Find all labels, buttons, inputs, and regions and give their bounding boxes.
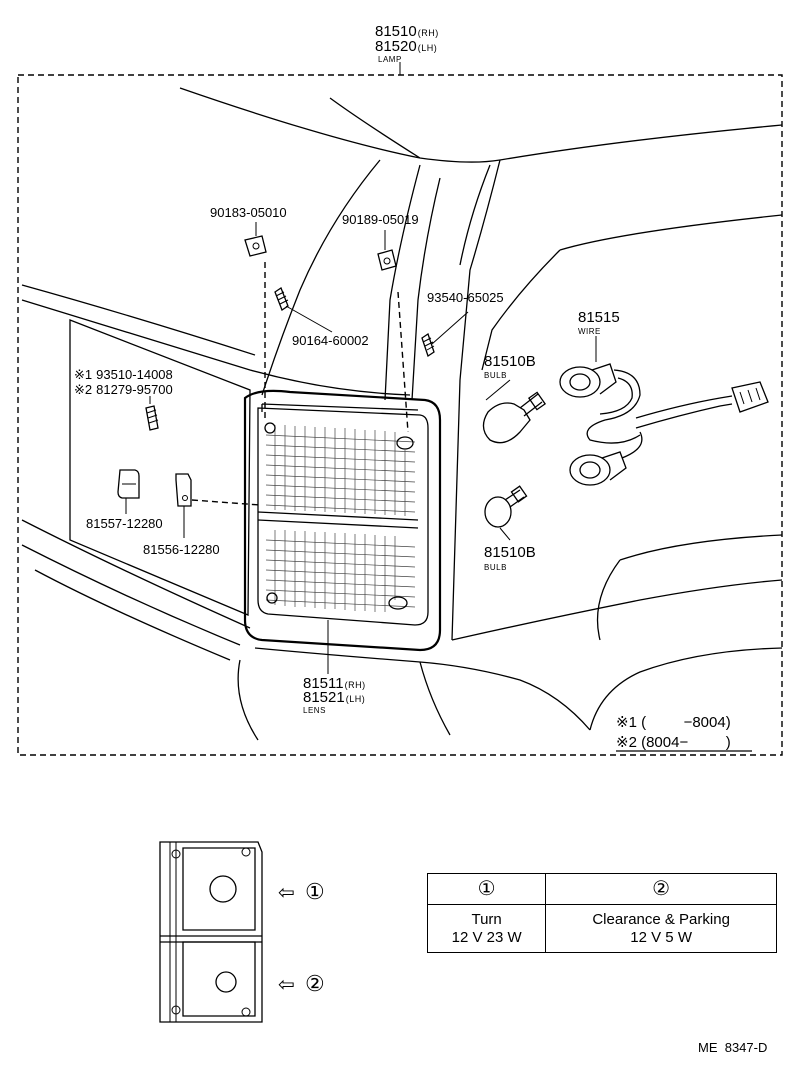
- table-header-2: ②: [545, 873, 777, 905]
- note2-part: 81279-95700: [96, 382, 173, 397]
- svg-text:81510(RH): 81510(RH): [375, 23, 439, 40]
- table-cell-col1: Turn 12 V 23 W: [426, 904, 547, 953]
- clip-81557: [117, 469, 140, 499]
- lamp-part-rh: 81510: [375, 23, 417, 40]
- wire-part: 81515: [578, 309, 620, 326]
- label-90183: 90183-05010: [210, 205, 287, 220]
- legend-line-2: ※2 (8004− ): [616, 734, 731, 751]
- label-81556: 81556-12280: [143, 542, 220, 557]
- lamp-hole-top-right: [396, 436, 414, 450]
- lens-part-lh: 81521: [303, 689, 345, 706]
- bulb-bottom-part: 81510B: [484, 544, 536, 561]
- upper-lens-pattern: [265, 425, 416, 516]
- inset-callout-2: ②: [305, 971, 325, 996]
- nut-90189: [377, 249, 397, 271]
- bulb-spec-table: ① ② Turn 12 V 23 W Clearance & Parking 1…: [426, 873, 777, 953]
- guide-clip: [191, 499, 261, 506]
- leader-93540: [431, 311, 469, 345]
- note2-mark: ※2: [74, 382, 92, 397]
- leader-bulb-bottom: [499, 527, 511, 541]
- assembly-boundary: [17, 74, 783, 756]
- bulb1-spec: 12 V 23 W: [451, 928, 522, 946]
- lamp-name: LAMP: [378, 55, 402, 64]
- label-93540: 93540-65025: [427, 290, 504, 305]
- svg-text:81511(RH): 81511(RH): [303, 675, 366, 692]
- bulb-large-icon: [482, 391, 547, 444]
- diagram-code: ME 8347-D: [698, 1040, 767, 1055]
- vehicle-body: [21, 87, 783, 741]
- lamp-side-lh: (LH): [418, 43, 438, 53]
- wire-name: WIRE: [578, 327, 601, 336]
- bulb-bottom-name: BULB: [484, 563, 507, 572]
- screw-90164: [274, 287, 289, 311]
- guide-screw-b: [397, 291, 409, 433]
- clip-81556: [175, 473, 192, 507]
- note1-part: 93510-14008: [96, 367, 173, 382]
- svg-text:81521(LH): 81521(LH): [303, 689, 365, 706]
- bulb2-function: Clearance & Parking: [592, 910, 730, 928]
- lamp-side-rh: (RH): [418, 28, 439, 38]
- leader-bulb-top: [485, 379, 511, 401]
- note1-mark: ※1: [74, 367, 92, 382]
- lamp-hole-top-left: [264, 422, 276, 434]
- bulb-top-name: BULB: [484, 371, 507, 380]
- lamp-housing: [243, 389, 442, 652]
- lamp-hole-bottom-left: [266, 592, 278, 604]
- lamp-hole-bottom-right: [388, 596, 408, 610]
- inset-callout-1: ①: [305, 879, 325, 904]
- label-90189: 90189-05019: [342, 212, 419, 227]
- bulb2-spec: 12 V 5 W: [630, 928, 692, 946]
- inset-arrow-2: ⇦: [278, 974, 295, 996]
- label-90164: 90164-60002: [292, 333, 369, 348]
- nut-90183: [244, 235, 267, 257]
- legend-line-1: ※1 ( −8004): [616, 714, 731, 731]
- bulb-top-part: 81510B: [484, 353, 536, 370]
- lens-side-rh: (RH): [345, 680, 366, 690]
- lamp-part-lh: 81520: [375, 38, 417, 55]
- table-header-1: ①: [426, 873, 547, 905]
- wire-harness-icon: [559, 363, 769, 486]
- inset-lamp: [159, 841, 263, 1023]
- bulb-small-icon: [484, 485, 528, 528]
- label-81557: 81557-12280: [86, 516, 163, 531]
- lower-lens-pattern: [265, 530, 416, 612]
- svg-text:81520(LH): 81520(LH): [375, 38, 437, 55]
- bulb1-function: Turn: [471, 910, 502, 928]
- screw-93540: [421, 332, 435, 358]
- lens-part-rh: 81511: [303, 675, 344, 692]
- inset-arrow-1: ⇦: [278, 882, 295, 904]
- lens-name: LENS: [303, 706, 326, 715]
- lens-side-lh: (LH): [346, 694, 366, 704]
- leader-90164: [285, 305, 333, 333]
- table-cell-col2: Clearance & Parking 12 V 5 W: [545, 904, 777, 953]
- screw-93510: [145, 405, 159, 431]
